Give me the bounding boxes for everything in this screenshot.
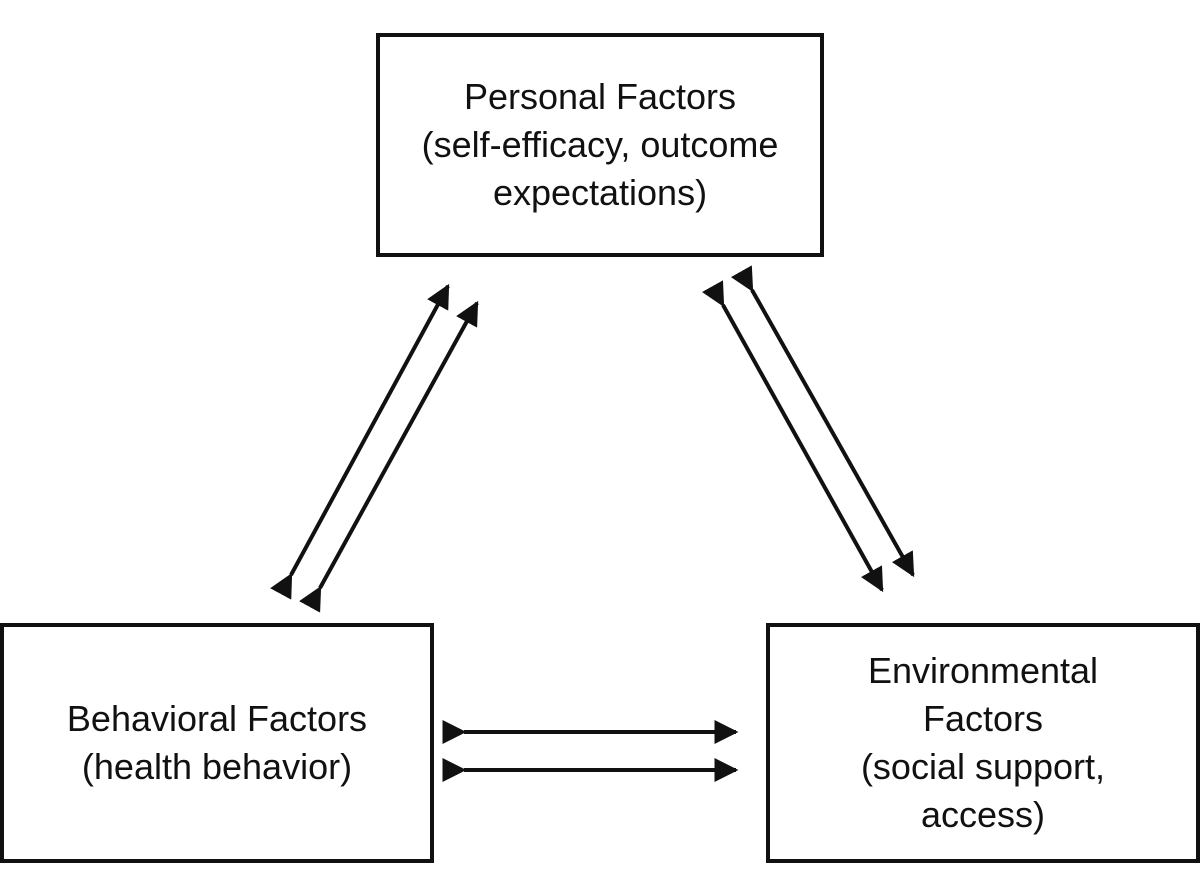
behavioral-factors-title: Behavioral Factors xyxy=(66,698,368,739)
personal-environmental-arrow-2 xyxy=(730,265,915,578)
personal-behavioral-arrow-2 xyxy=(299,300,479,613)
personal-factors-detail-2: expectations) xyxy=(492,172,708,213)
personal-environmental-arrow-1 xyxy=(701,280,884,593)
environmental-factors-detail-2: access) xyxy=(920,794,1046,835)
personal-factors-box: Personal Factors (self-efficacy, outcome… xyxy=(376,33,824,257)
environmental-factors-box: Environmental Factors (social support, a… xyxy=(766,623,1200,863)
behavioral-factors-box: Behavioral Factors (health behavior) xyxy=(0,623,434,863)
behavioral-factors-detail: (health behavior) xyxy=(81,746,353,787)
environmental-factors-title-2: Factors xyxy=(922,698,1044,739)
personal-factors-title: Personal Factors xyxy=(463,76,737,117)
environmental-factors-title-1: Environmental xyxy=(867,650,1099,691)
environmental-factors-detail-1: (social support, xyxy=(860,746,1106,787)
personal-factors-detail-1: (self-efficacy, outcome xyxy=(421,124,779,165)
personal-behavioral-arrow-1 xyxy=(270,283,450,600)
